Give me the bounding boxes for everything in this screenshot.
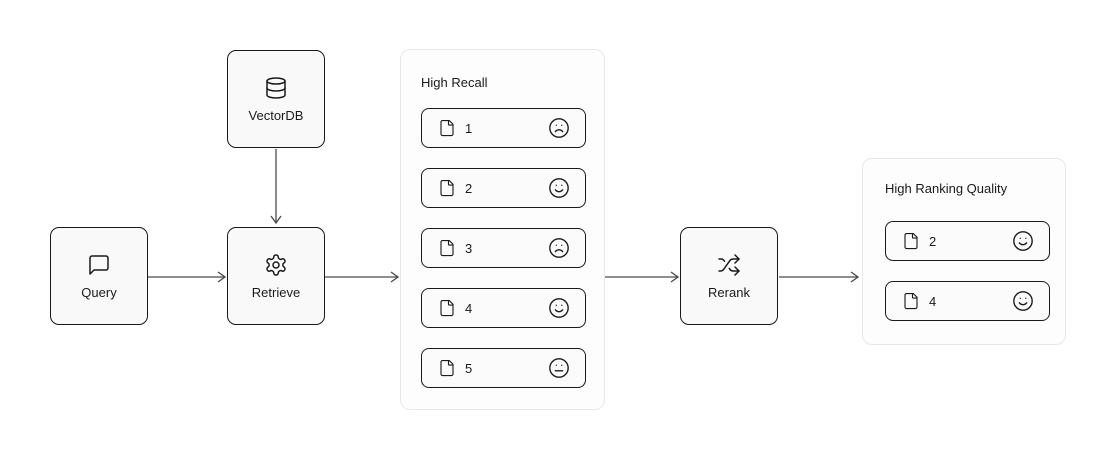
node-query: Query [50, 227, 148, 325]
doc-number: 4 [465, 300, 473, 316]
doc-item: 2 [885, 221, 1050, 261]
smile-face-icon [1012, 230, 1034, 252]
doc-item: 3 [421, 228, 586, 268]
file-icon [902, 292, 920, 310]
smile-face-icon [548, 297, 570, 319]
doc-list: 2 4 [885, 221, 1050, 321]
node-retrieve-label: Retrieve [251, 285, 301, 300]
panel-high-ranking-quality: High Ranking Quality 2 4 [862, 158, 1066, 345]
file-icon [902, 232, 920, 250]
database-icon [264, 76, 288, 100]
doc-number: 5 [465, 360, 473, 376]
arrow-high-recall-to-rerank [605, 271, 679, 283]
doc-number: 3 [465, 240, 473, 256]
file-icon [438, 239, 456, 257]
arrow-retrieve-to-high-recall [325, 271, 399, 283]
doc-number: 1 [465, 120, 473, 136]
shuffle-icon [717, 253, 741, 277]
panel-high-recall: High Recall 1 2 3 4 5 [400, 49, 605, 410]
meh-face-icon [548, 357, 570, 379]
doc-number: 4 [929, 293, 937, 309]
frown-face-icon [548, 117, 570, 139]
arrow-vectordb-to-retrieve [270, 149, 282, 224]
frown-face-icon [548, 237, 570, 259]
arrow-query-to-retrieve [148, 271, 226, 283]
node-query-label: Query [81, 285, 117, 300]
node-retrieve: Retrieve [227, 227, 325, 325]
smile-face-icon [1012, 290, 1034, 312]
panel-high-recall-title: High Recall [421, 75, 488, 90]
node-vectordb: VectorDB [227, 50, 325, 148]
doc-item: 2 [421, 168, 586, 208]
file-icon [438, 299, 456, 317]
smile-face-icon [548, 177, 570, 199]
doc-item: 4 [421, 288, 586, 328]
doc-item: 1 [421, 108, 586, 148]
file-icon [438, 179, 456, 197]
doc-list: 1 2 3 4 5 [421, 108, 586, 388]
message-square-icon [87, 253, 111, 277]
node-rerank: Rerank [680, 227, 778, 325]
file-icon [438, 119, 456, 137]
node-vectordb-label: VectorDB [248, 108, 304, 123]
doc-item: 4 [885, 281, 1050, 321]
gear-icon [264, 253, 288, 277]
doc-item: 5 [421, 348, 586, 388]
doc-number: 2 [929, 233, 937, 249]
file-icon [438, 359, 456, 377]
arrow-rerank-to-high-ranking-quality [779, 271, 859, 283]
node-rerank-label: Rerank [708, 285, 750, 300]
panel-high-ranking-quality-title: High Ranking Quality [885, 181, 1008, 196]
doc-number: 2 [465, 180, 473, 196]
